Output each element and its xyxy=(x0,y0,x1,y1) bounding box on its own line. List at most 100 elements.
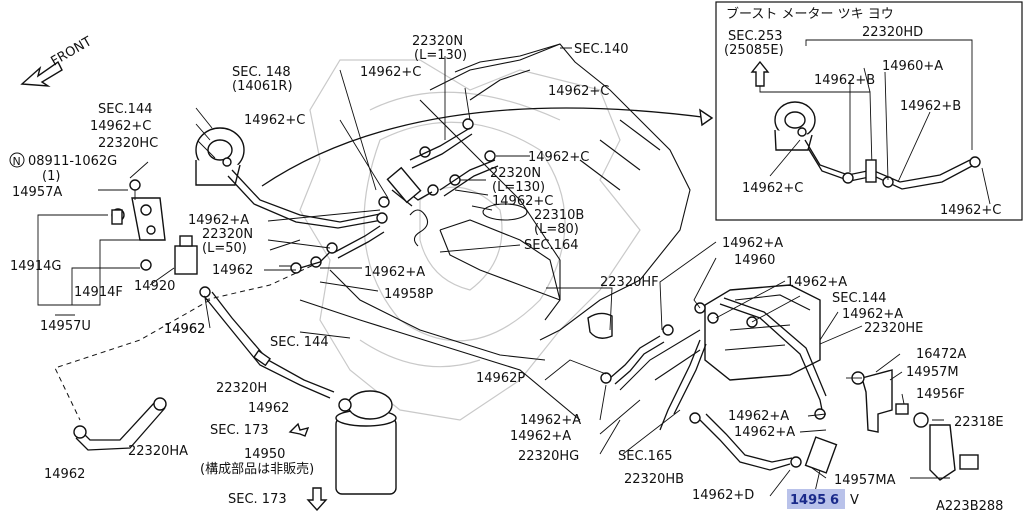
label-14962c-right: 14962+C xyxy=(548,84,609,99)
label-14962a-6: 14962+A xyxy=(520,413,581,428)
watermark-emblem xyxy=(299,59,641,421)
label-14957ma: 14957MA xyxy=(834,473,896,488)
canister-14950 xyxy=(335,390,397,495)
label-14914g: 14914G xyxy=(10,259,61,274)
label-22320n-top-len: (L=130) xyxy=(414,48,467,63)
label-22318e: 22318E xyxy=(954,415,1004,430)
bracket-16472a xyxy=(846,369,979,481)
label-14957a: 14957A xyxy=(12,185,62,200)
label-14962-c: 14962 xyxy=(164,322,205,337)
label-ref: A223B288 xyxy=(936,499,1003,511)
clip-14962p xyxy=(587,312,613,339)
label-14950-note: (構成部品は非販売) xyxy=(200,461,314,477)
label-14962a-3: 14962+A xyxy=(722,236,783,251)
hose-22320hb xyxy=(699,413,793,471)
inset-14962c-2: 14962+C xyxy=(940,203,1001,218)
label-22320h: 22320H xyxy=(216,381,267,396)
label-14962-b: 14962 xyxy=(212,263,253,278)
label-sec165: SEC.165 xyxy=(618,449,673,464)
label-14956f: 14956F xyxy=(916,387,965,402)
solenoid-14956v xyxy=(790,408,838,474)
inset-sec253-sub: (25085E) xyxy=(724,43,784,58)
label-14957u: 14957U xyxy=(40,319,91,334)
label-sec144-right: SEC.144 xyxy=(832,291,887,306)
label-sec148-sub: (14061R) xyxy=(232,79,293,94)
label-14962c-1: 14962+C xyxy=(90,119,151,134)
label-14962d: 14962+D xyxy=(692,488,754,503)
label-14956v-a: 1495 xyxy=(790,493,826,508)
inset-14960a: 14960+A xyxy=(882,59,943,74)
inset-up-arrow xyxy=(750,60,770,87)
label-14962-d: 14962 xyxy=(248,401,289,416)
dashed-route-left xyxy=(54,261,321,421)
arc-arrowhead xyxy=(699,108,714,127)
label-14958p: 14958P xyxy=(384,287,433,302)
label-08911: 08911-1062G xyxy=(28,154,117,169)
inset-22320hd: 22320HD xyxy=(862,25,923,40)
sec173-arrow-down xyxy=(306,487,328,512)
label-14962c-top: 14962+C xyxy=(360,65,421,80)
label-08911-qty: (1) xyxy=(42,169,60,184)
label-14960: 14960 xyxy=(734,253,775,268)
engine-outline xyxy=(269,43,691,421)
inset-14962c-1: 14962+C xyxy=(742,181,803,196)
inset-labels: ブースト メーター ツキ ヨウ SEC.253 (25085E) 22320HD… xyxy=(724,6,1001,218)
label-22320n-mid-len: (L=130) xyxy=(492,180,545,195)
label-14962a-7: 14962+A xyxy=(510,429,571,444)
label-sec144-left: SEC.144 xyxy=(98,102,153,117)
boost-hose-arc xyxy=(261,107,711,187)
inset-box xyxy=(715,1,1023,221)
inset-valve xyxy=(774,101,816,151)
hose-22320hg xyxy=(659,339,707,431)
label-14957m: 14957M xyxy=(906,365,959,380)
label-14962c-r2: 14962+C xyxy=(528,150,589,165)
label-22320n-top: 22320N xyxy=(412,34,463,49)
intake-block-right xyxy=(619,284,821,391)
label-14962a-4: 14962+A xyxy=(786,275,847,290)
hose-22320hc xyxy=(231,169,381,223)
inset-clamps xyxy=(842,156,981,188)
label-sec173-a: SEC. 173 xyxy=(210,423,269,438)
label-14962a-8: 14962+A xyxy=(728,409,789,424)
part-14956v-highlight xyxy=(787,489,845,509)
label-14962c-r3: 14962+C xyxy=(492,194,553,209)
label-sec140: SEC.140 xyxy=(574,42,629,57)
label-22320hg: 22320HG xyxy=(518,449,579,464)
label-22320hb: 22320HB xyxy=(624,472,684,487)
label-14914f: 14914F xyxy=(74,285,123,300)
inset-sec253: SEC.253 xyxy=(728,29,783,44)
label-sec164: SEC.164 xyxy=(524,238,579,253)
label-22320n-left: 22320N xyxy=(202,227,253,242)
label-22320hf: 22320HF xyxy=(600,275,659,290)
label-14920: 14920 xyxy=(134,279,175,294)
sec173-arrow-up xyxy=(288,422,310,437)
inset-14962b-1: 14962+B xyxy=(814,73,875,88)
label-sec173-b: SEC. 173 xyxy=(228,492,287,507)
label-14956v-c: V xyxy=(850,493,859,508)
bracket-14914g xyxy=(111,179,166,241)
label-22320hc: 22320HC xyxy=(98,136,158,151)
label-22320he: 22320HE xyxy=(864,321,923,336)
label-22320n-left-len: (L=50) xyxy=(202,241,247,256)
label-22320ha: 22320HA xyxy=(128,444,188,459)
label-14956v-b: 6 xyxy=(830,493,839,508)
front-arrow: FRONT xyxy=(20,34,95,87)
front-label: FRONT xyxy=(49,34,95,69)
label-22320n-mid: 22320N xyxy=(490,166,541,181)
label-14962a-5: 14962+A xyxy=(842,307,903,322)
boost-valve-left xyxy=(195,127,245,186)
hose-22320ha xyxy=(75,401,166,451)
label-14962c-mid: 14962+C xyxy=(244,113,305,128)
label-14962a-9: 14962+A xyxy=(734,425,795,440)
label-sec144-mid: SEC. 144 xyxy=(270,335,329,350)
label-14962a-1: 14962+A xyxy=(188,213,249,228)
label-16472a: 16472A xyxy=(916,347,966,362)
label-sec148: SEC. 148 xyxy=(232,65,291,80)
label-14950: 14950 xyxy=(244,447,285,462)
label-14962a-2: 14962+A xyxy=(364,265,425,280)
label-14962-a: 14962 xyxy=(164,322,205,337)
label-22310b: 22310B xyxy=(534,208,584,223)
label-14962p: 14962P xyxy=(476,371,525,386)
solenoid-14920 xyxy=(140,235,211,298)
